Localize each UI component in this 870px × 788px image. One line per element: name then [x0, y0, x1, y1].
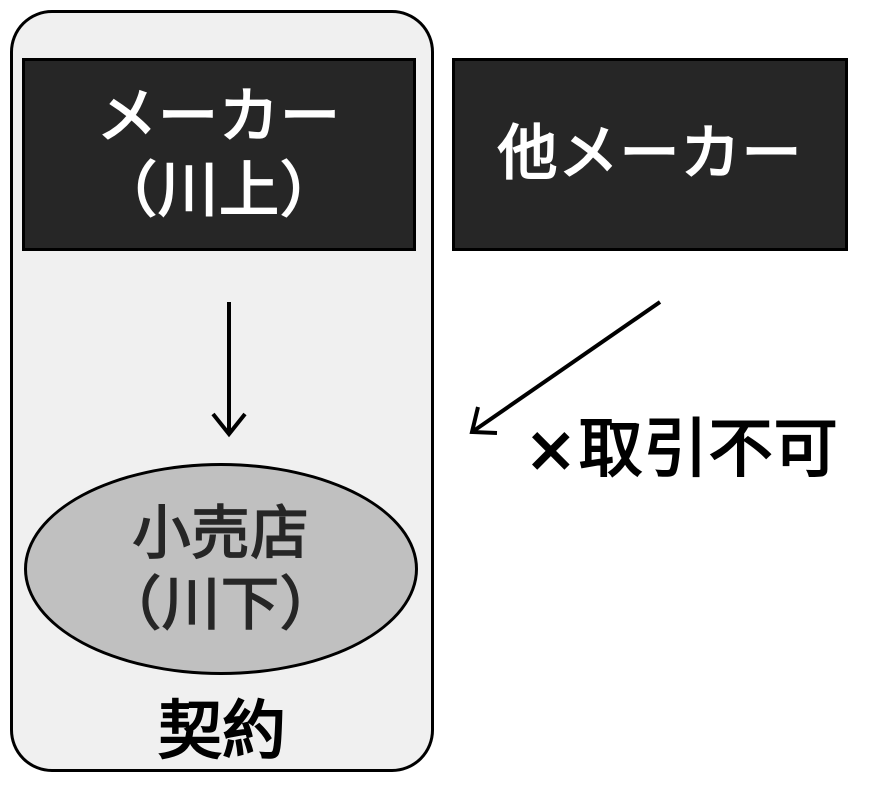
other-maker-box: 他メーカー [452, 58, 848, 251]
no-trade-label: ×取引不可 [524, 413, 839, 487]
blocked-arrow [469, 300, 662, 435]
maker-upstream-label: （川上） [97, 155, 341, 226]
maker-box: メーカー （川上） [22, 58, 416, 251]
retailer-ellipse: 小売店 （川下） [24, 463, 418, 675]
maker-label: メーカー [97, 82, 341, 153]
contract-label: 契約 [158, 695, 286, 769]
other-maker-label: 他メーカー [497, 118, 803, 189]
down-arrow [211, 302, 247, 438]
retailer-downstream-label: （川下） [102, 570, 339, 638]
retailer-label: 小売店 [132, 499, 310, 568]
